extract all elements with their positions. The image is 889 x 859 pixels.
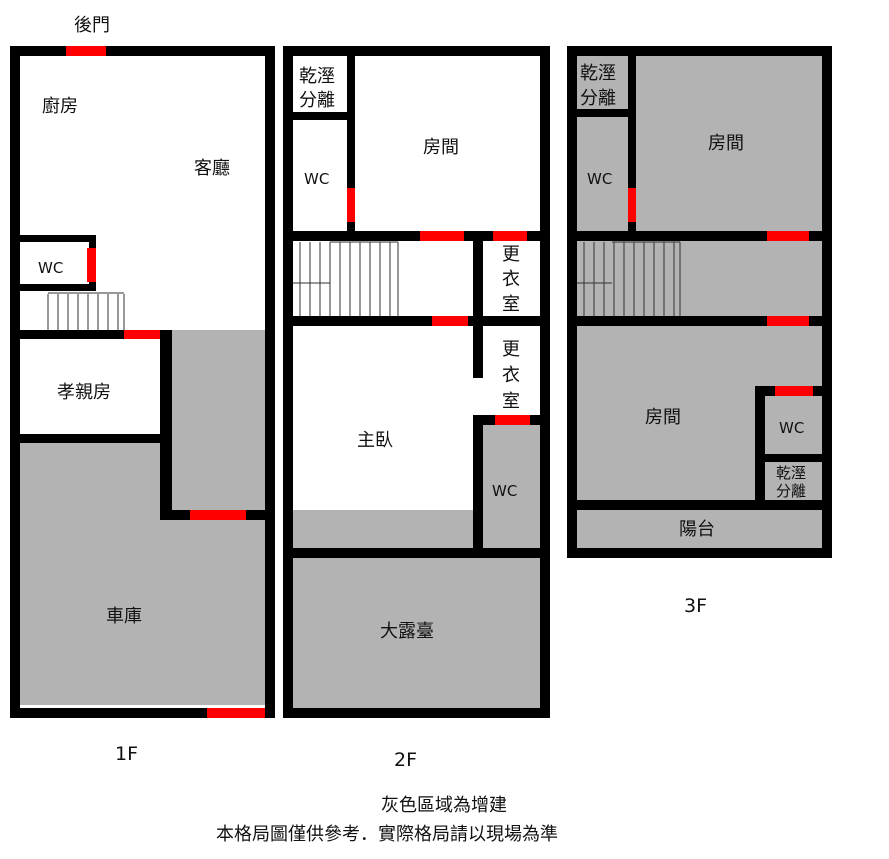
wall bbox=[20, 434, 170, 443]
door bbox=[767, 316, 809, 326]
wall bbox=[473, 415, 483, 555]
dry-wet-label-line2: 分離 bbox=[580, 88, 616, 109]
garage-label: 車庫 bbox=[106, 606, 142, 627]
floor-1-plan: 廚房 客廳 WC 孝親房 車庫 bbox=[10, 46, 275, 718]
elder-room-label: 孝親房 bbox=[57, 382, 111, 403]
back-door bbox=[66, 46, 106, 56]
note-line-2: 本格局圖僅供參考．實際格局請以現場為準 bbox=[216, 824, 558, 845]
floor-2-label: 2F bbox=[394, 749, 417, 771]
door bbox=[190, 510, 246, 520]
closet-label-2a: 更 bbox=[502, 339, 520, 360]
living-room-label: 客廳 bbox=[194, 158, 230, 179]
door bbox=[432, 316, 468, 326]
wall bbox=[577, 109, 636, 117]
wall bbox=[293, 316, 540, 326]
wall bbox=[293, 231, 540, 241]
dry-wet-label-line1: 乾溼 bbox=[299, 66, 335, 87]
staircase bbox=[293, 241, 399, 316]
floor-3-plan: 乾溼 分離 WC 房間 房間 WC 乾溼 分離 陽台 bbox=[567, 46, 832, 558]
closet-label-1c: 室 bbox=[502, 294, 520, 315]
wall bbox=[160, 330, 172, 520]
wall bbox=[473, 326, 483, 378]
wc-label: WC bbox=[779, 419, 804, 437]
wall bbox=[577, 316, 822, 326]
door bbox=[628, 188, 636, 222]
balcony-label: 陽台 bbox=[679, 519, 715, 540]
wall bbox=[20, 330, 172, 339]
room-label: 房間 bbox=[423, 137, 459, 158]
closet-label-2c: 室 bbox=[502, 391, 520, 412]
master-bedroom-label: 主臥 bbox=[357, 430, 393, 451]
wall bbox=[293, 112, 355, 120]
door bbox=[124, 330, 160, 339]
wall bbox=[293, 548, 540, 558]
wall bbox=[765, 454, 822, 462]
door bbox=[495, 415, 530, 425]
floor-2-plan: 乾溼 分離 WC 房間 更 衣 室 更 衣 室 主臥 WC 大露臺 bbox=[283, 46, 550, 718]
wall bbox=[577, 500, 822, 510]
door bbox=[493, 231, 527, 241]
back-door-label: 後門 bbox=[74, 15, 110, 36]
dry-wet-label-line1: 乾溼 bbox=[580, 63, 616, 84]
staircase bbox=[47, 292, 125, 330]
addition-area bbox=[577, 56, 822, 548]
wall bbox=[473, 236, 483, 326]
wall bbox=[755, 386, 765, 508]
wall bbox=[347, 56, 355, 239]
wall bbox=[20, 284, 96, 291]
door bbox=[87, 248, 96, 282]
closet-label-2b: 衣 bbox=[502, 365, 520, 386]
wc-addition bbox=[483, 425, 540, 548]
terrace-area bbox=[293, 558, 540, 708]
wall bbox=[577, 231, 822, 241]
wall bbox=[628, 56, 636, 238]
room-label: 房間 bbox=[645, 407, 681, 428]
kitchen-label: 廚房 bbox=[42, 95, 78, 117]
door bbox=[347, 188, 355, 222]
note-line-1: 灰色區域為增建 bbox=[381, 795, 507, 816]
dry-wet-label-line1: 乾溼 bbox=[776, 464, 806, 482]
floor-3-label: 3F bbox=[684, 595, 707, 617]
door bbox=[420, 231, 464, 241]
staircase bbox=[577, 241, 681, 316]
addition-strip bbox=[293, 510, 473, 548]
floor-1-label: 1F bbox=[115, 743, 138, 765]
wc-label: WC bbox=[492, 482, 517, 500]
front-door bbox=[207, 708, 265, 718]
terrace-label: 大露臺 bbox=[380, 621, 434, 642]
wall bbox=[20, 235, 96, 242]
addition-strip bbox=[168, 330, 265, 510]
room-label: 房間 bbox=[708, 133, 744, 154]
wc-label: WC bbox=[304, 170, 329, 188]
dry-wet-label-line2: 分離 bbox=[776, 482, 806, 500]
closet-label-1a: 更 bbox=[502, 244, 520, 265]
wc-label: WC bbox=[38, 259, 63, 277]
wc-label: WC bbox=[587, 170, 612, 188]
closet-label-1b: 衣 bbox=[502, 269, 520, 290]
door bbox=[767, 231, 809, 241]
door bbox=[775, 386, 813, 396]
dry-wet-label-line2: 分離 bbox=[299, 90, 335, 111]
